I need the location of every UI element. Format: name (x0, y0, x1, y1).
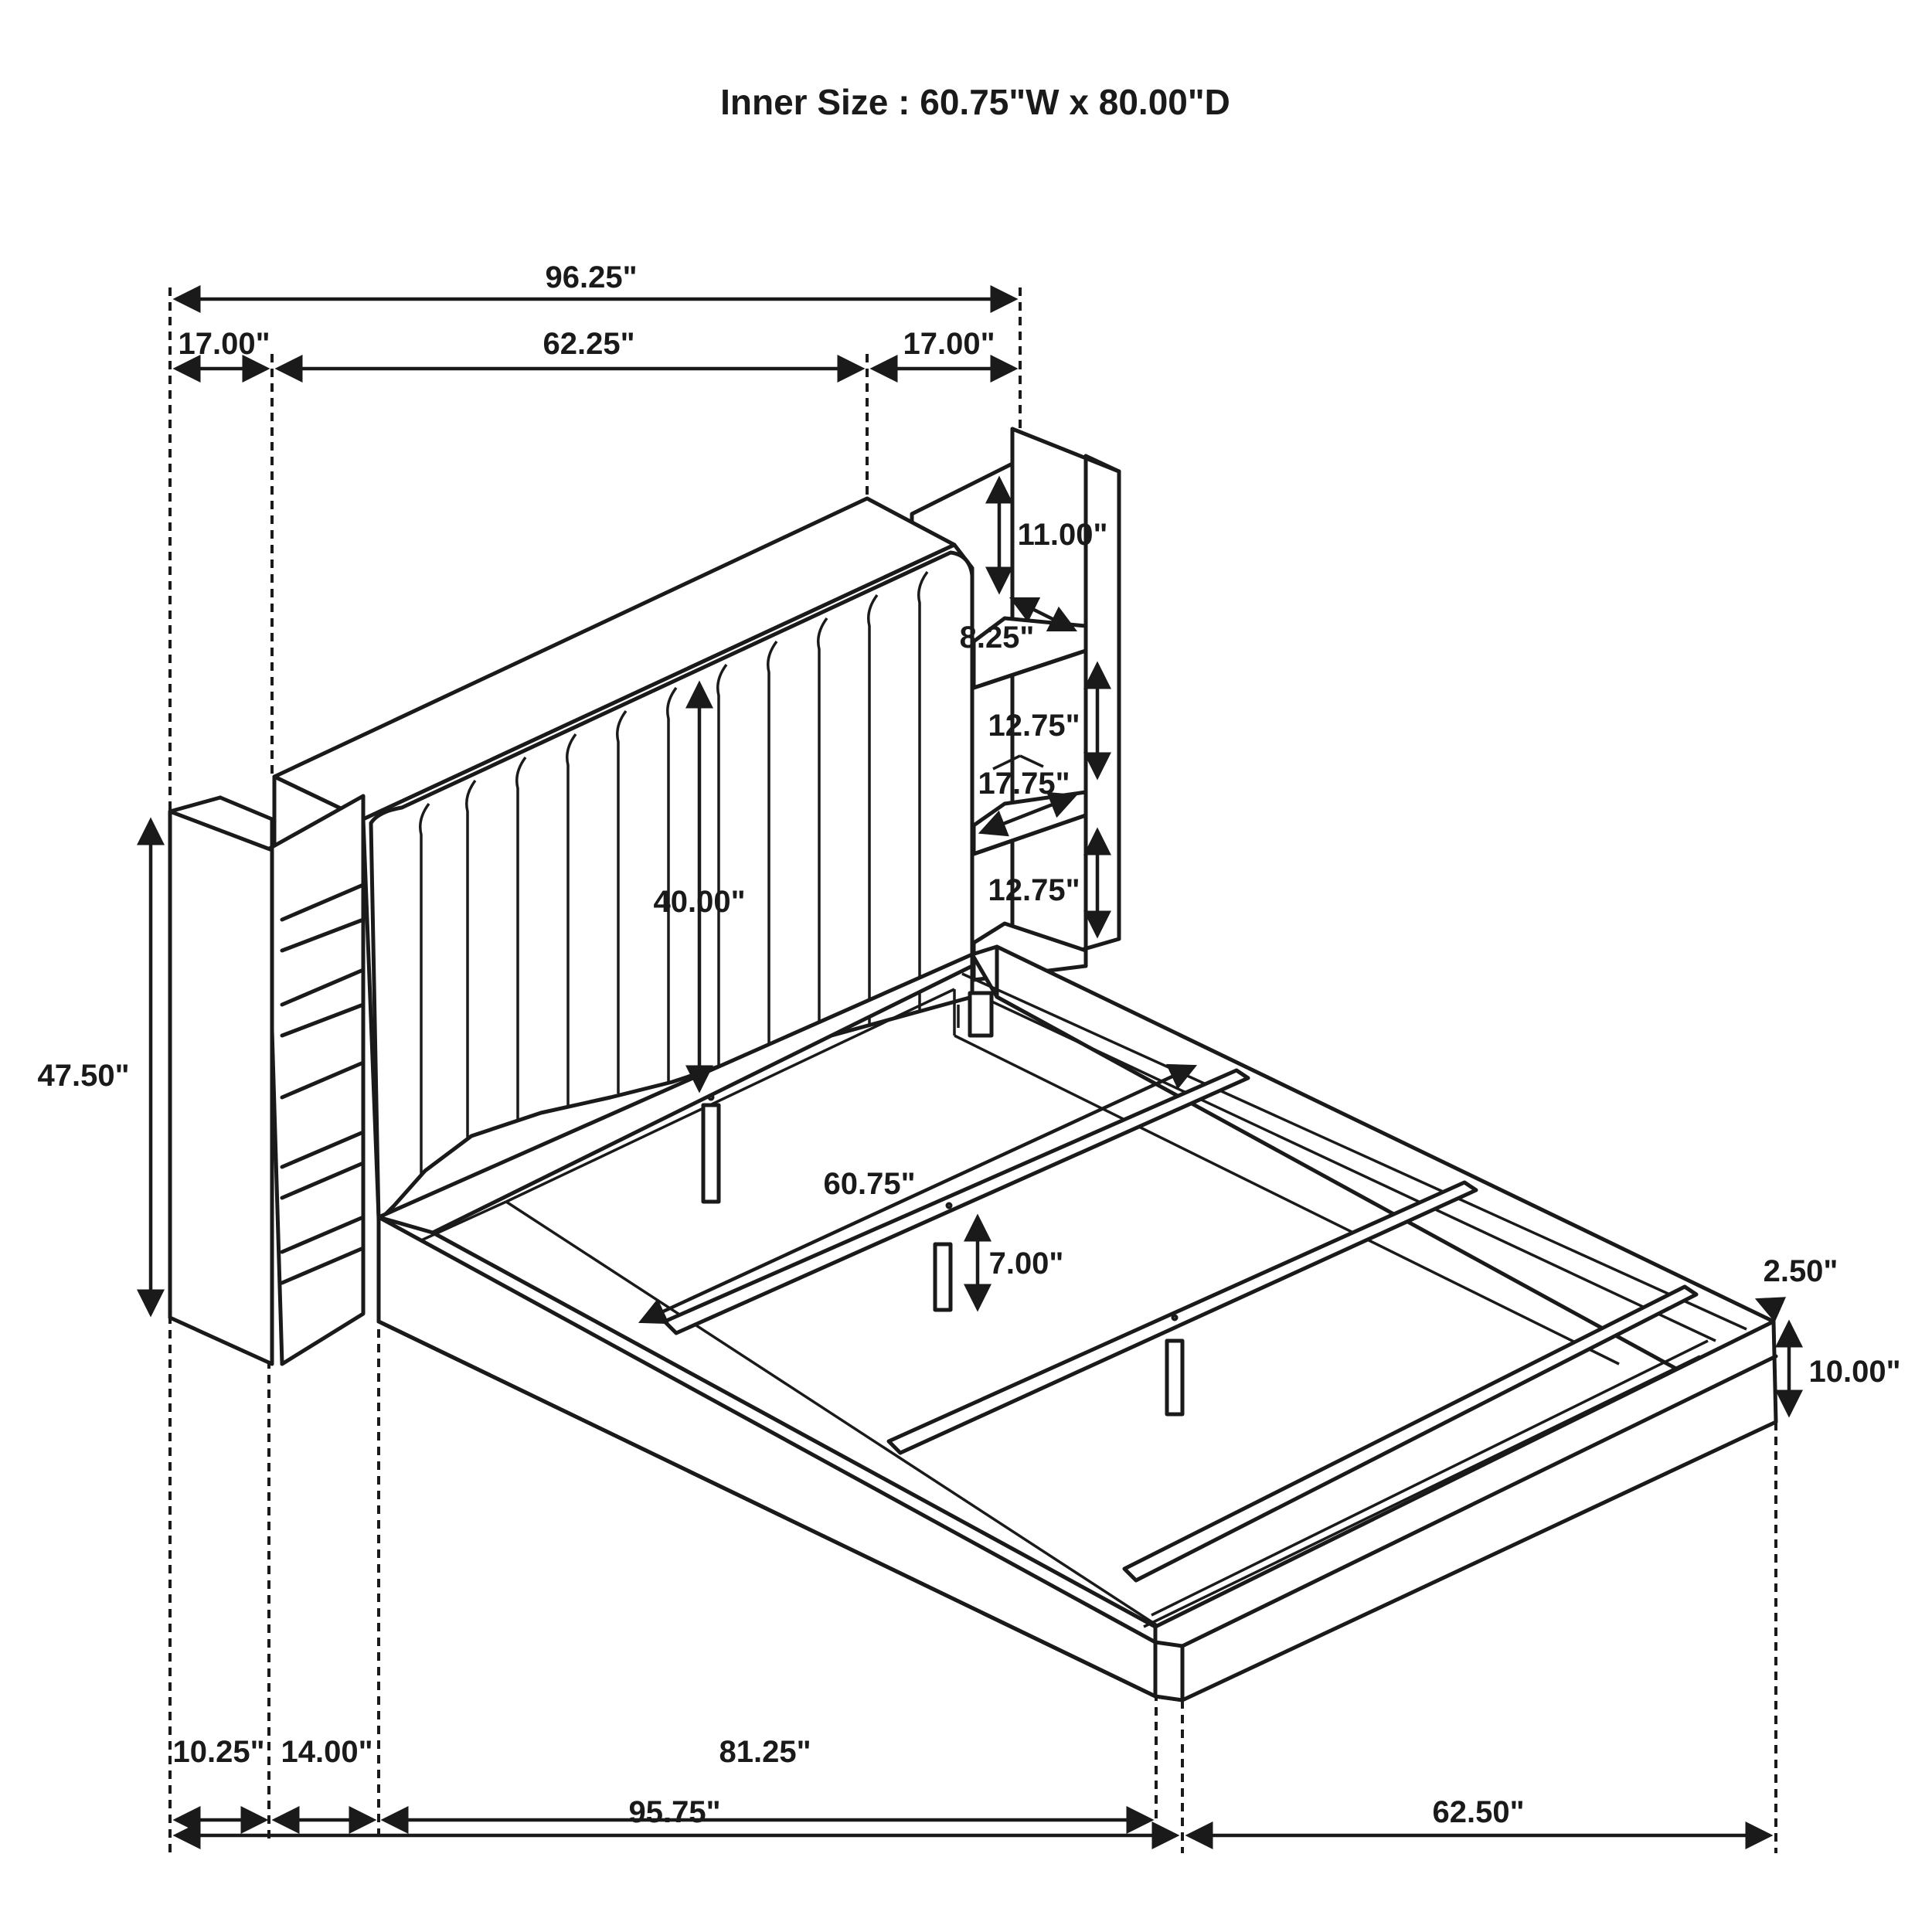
label-shelf-width: 17.75" (978, 767, 1070, 801)
label-headboard-depth: 14.00" (281, 1735, 372, 1769)
label-inner-width: 60.75" (823, 1167, 915, 1201)
label-under-clearance: 7.00" (989, 1247, 1064, 1281)
diagram-title: Inner Size : 60.75"W x 80.00"D (720, 82, 1230, 122)
label-wing-depth: 10.25" (172, 1735, 264, 1769)
dimension-labels: 96.25" 17.00" 62.25" 17.00" 47.50" 40.00… (37, 260, 1900, 1829)
label-left-wing-width: 17.00" (178, 327, 270, 361)
label-overall-width: 96.25" (545, 260, 637, 294)
label-top-shelf-height: 11.00" (1018, 518, 1108, 552)
label-headboard-width: 62.25" (543, 327, 634, 361)
label-right-wing-width: 17.00" (903, 327, 995, 361)
label-rail-length: 81.25" (719, 1735, 811, 1769)
label-middle-shelf-height: 12.75" (988, 709, 1080, 743)
label-headboard-panel-height: 40.00" (653, 885, 745, 919)
label-rail-height: 10.00" (1808, 1355, 1900, 1389)
left-shelf-unit (168, 794, 366, 1366)
bed-illustration (168, 427, 1778, 1702)
label-shelf-depth: 8.25" (960, 621, 1035, 655)
label-rail-thickness: 2.50" (1764, 1254, 1838, 1288)
label-bottom-shelf-height: 12.75" (988, 873, 1080, 907)
label-overall-height: 47.50" (37, 1059, 129, 1093)
tufting-channels (419, 570, 929, 1175)
label-overall-length: 95.75" (628, 1795, 720, 1829)
dimension-lines (137, 285, 1803, 1849)
label-footboard-width: 62.50" (1432, 1795, 1524, 1829)
